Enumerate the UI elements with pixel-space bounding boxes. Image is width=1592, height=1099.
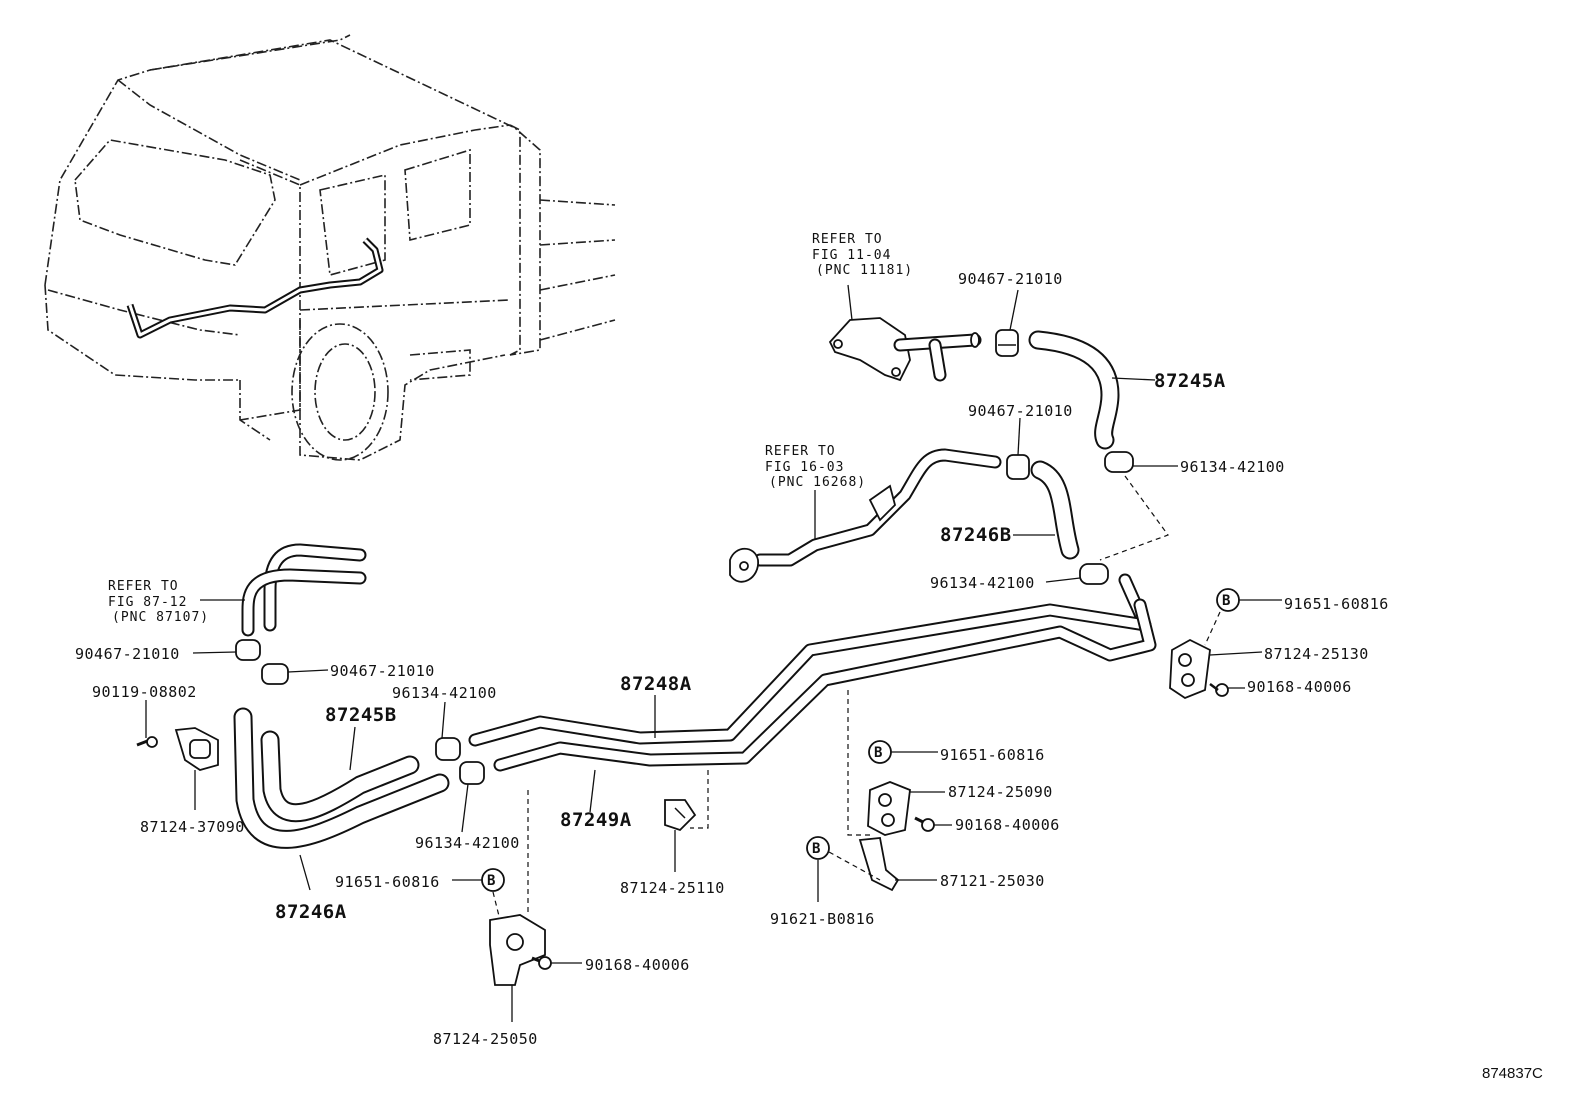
refer-87-12-l3: (PNC 87107) <box>112 610 209 625</box>
leader-96134-b <box>1045 577 1081 583</box>
callout-90467-b: 90467-21010 <box>968 402 1073 420</box>
hose-clamp-96134-left-lower <box>459 761 485 785</box>
bolt-marker-b-91651-left: B <box>481 868 505 892</box>
pipe-clamp-87124-37090 <box>174 727 219 771</box>
callout-90168-a: 90168-40006 <box>1247 678 1352 696</box>
leader-90467-a <box>1009 289 1019 331</box>
callout-87124-37090: 87124-37090 <box>140 818 245 836</box>
callout-91651-b: 91651-60816 <box>940 746 1045 764</box>
bolt-90119 <box>136 736 158 748</box>
leader-90467-c <box>192 651 237 654</box>
callout-87249A: 87249A <box>560 809 632 831</box>
bolt-marker-b-91651-right: B <box>1216 588 1240 612</box>
hose-clamp-90467-top <box>995 329 1019 357</box>
callout-87121-25030: 87121-25030 <box>940 872 1045 890</box>
refer-16-03-l3: (PNC 16268) <box>769 475 866 490</box>
callout-91651-c: 91651-60816 <box>335 873 440 891</box>
bolt-marker-b-91651-center: B <box>868 740 892 764</box>
heater-unit-pipes-fig-87-12 <box>241 543 367 637</box>
leader-96134-c <box>441 701 446 739</box>
callout-90467-a: 90467-21010 <box>958 270 1063 288</box>
callout-87124-25090: 87124-25090 <box>948 783 1053 801</box>
marker-letter: B <box>1222 593 1230 609</box>
bolt-marker-b-91621: B <box>806 836 830 860</box>
bolt-90168-center <box>914 816 935 832</box>
callout-87246B: 87246B <box>940 524 1012 546</box>
hose-87245A <box>1028 330 1120 450</box>
bolt-90168-lower <box>531 956 552 970</box>
refer-11-04-l3: (PNC 11181) <box>816 263 913 278</box>
callout-87124-25110: 87124-25110 <box>620 879 725 897</box>
refer-16-03-l1: REFER TO <box>765 444 836 459</box>
hose-clamp-96134-upper <box>1104 451 1134 473</box>
pipe-clamp-87124-25110 <box>664 799 697 832</box>
hose-87245B <box>260 730 420 823</box>
callout-96134-d: 96134-42100 <box>415 834 520 852</box>
dashed-ref-91651-right <box>1204 611 1221 646</box>
water-pipe-87248A <box>468 573 1152 747</box>
marker-letter: B <box>487 873 495 889</box>
callout-90119: 90119-08802 <box>92 683 197 701</box>
hose-clamp-90467-left-b <box>261 663 289 685</box>
leader-87245A <box>1111 377 1156 381</box>
callout-96134-b: 96134-42100 <box>930 574 1035 592</box>
callout-87246A: 87246A <box>275 901 347 923</box>
leader-90467-d <box>287 669 329 673</box>
leader-90467-b <box>1017 417 1021 456</box>
callout-91651-a: 91651-60816 <box>1284 595 1389 613</box>
leader-87124-25130 <box>1209 651 1263 656</box>
dashed-ref-91651-left <box>492 891 501 921</box>
callout-90168-b: 90168-40006 <box>955 816 1060 834</box>
callout-87124-25050: 87124-25050 <box>433 1030 538 1048</box>
callout-91621: 91621-B0816 <box>770 910 875 928</box>
callout-96134-c: 96134-42100 <box>392 684 497 702</box>
hose-87246A <box>233 707 450 849</box>
refer-87-12-l1: REFER TO <box>108 579 179 594</box>
bolt-90168-right <box>1209 683 1229 697</box>
hose-clamp-96134-left-upper <box>435 737 461 761</box>
marker-letter: B <box>812 841 820 857</box>
callout-96134-a: 96134-42100 <box>1180 458 1285 476</box>
dashed-ref-91621 <box>828 851 881 881</box>
truck-cab-outline <box>44 34 616 461</box>
dashed-ref-96134-upper <box>1099 475 1169 561</box>
refer-16-03-l2: FIG 16-03 <box>765 460 844 475</box>
leader-87246A <box>299 854 311 891</box>
pipe-clamp-87124-25130 <box>1169 638 1211 700</box>
refer-11-04-leader <box>847 284 853 321</box>
dashed-ref-87124-25110 <box>690 770 709 829</box>
callout-90168-c: 90168-40006 <box>585 956 690 974</box>
refer-11-04-l1: REFER TO <box>812 232 883 247</box>
refer-11-04-l2: FIG 11-04 <box>812 248 891 263</box>
water-pipe-87249A <box>493 598 1157 772</box>
leader-87249A <box>589 769 596 813</box>
engine-water-outlet-bracket <box>828 317 982 382</box>
heater-hose-route-in-truck <box>126 237 384 339</box>
pipe-clamp-87124-25090 <box>867 781 911 836</box>
figure-id: 874837C <box>1482 1065 1543 1082</box>
bracket-87121-25030 <box>858 837 900 892</box>
leader-96134-d <box>461 783 469 833</box>
refer-87-12-l2: FIG 87-12 <box>108 595 187 610</box>
dashed-ref-center-bracket <box>847 690 870 836</box>
callout-90467-c: 90467-21010 <box>75 645 180 663</box>
callout-90467-d: 90467-21010 <box>330 662 435 680</box>
callout-87124-25130: 87124-25130 <box>1264 645 1369 663</box>
leader-87245B <box>349 726 356 771</box>
callout-87248A: 87248A <box>620 673 692 695</box>
marker-letter: B <box>874 745 882 761</box>
hose-87246B <box>1030 460 1080 560</box>
callout-87245B: 87245B <box>325 704 397 726</box>
hose-clamp-90467-mid <box>1006 454 1030 480</box>
water-pipe-fig-16-03 <box>729 448 1002 583</box>
bracket-87124-25050 <box>489 914 546 986</box>
callout-87245A: 87245A <box>1154 370 1226 392</box>
hose-clamp-96134-mid <box>1079 563 1109 585</box>
hose-clamp-90467-left-a <box>235 639 261 661</box>
